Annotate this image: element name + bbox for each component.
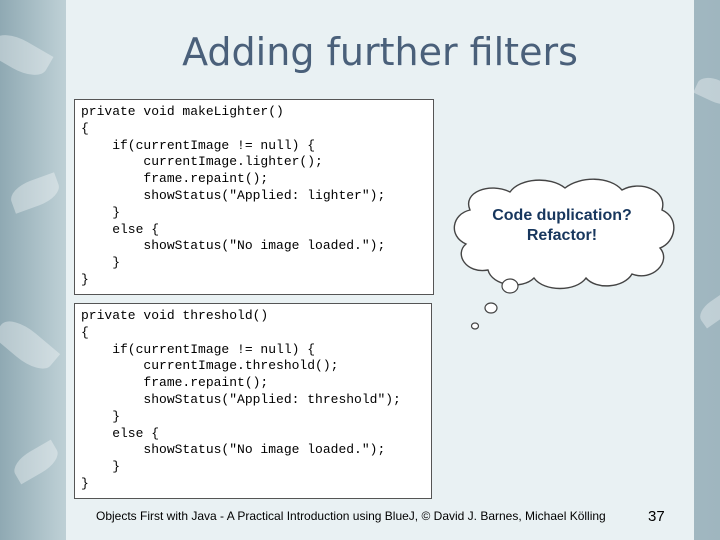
thought-cloud	[453, 178, 675, 330]
page-number: 37	[648, 508, 665, 525]
slide-footer: Objects First with Java - A Practical In…	[96, 509, 606, 523]
thought-bubble-large	[501, 278, 519, 294]
thought-bubble-small	[470, 322, 480, 330]
callout-text: Code duplication? Refactor!	[456, 206, 668, 246]
code-make-lighter-text: private void makeLighter() { if(currentI…	[81, 104, 386, 287]
thought-bubble-medium	[484, 302, 498, 314]
code-block-threshold: private void threshold() { if(currentIma…	[74, 303, 432, 499]
callout-line-1: Code duplication?	[492, 207, 632, 224]
code-block-make-lighter: private void makeLighter() { if(currentI…	[74, 99, 434, 295]
callout-line-2: Refactor!	[526, 227, 598, 244]
code-threshold-text: private void threshold() { if(currentIma…	[81, 308, 401, 491]
slide-title: Adding further filters	[182, 30, 578, 74]
